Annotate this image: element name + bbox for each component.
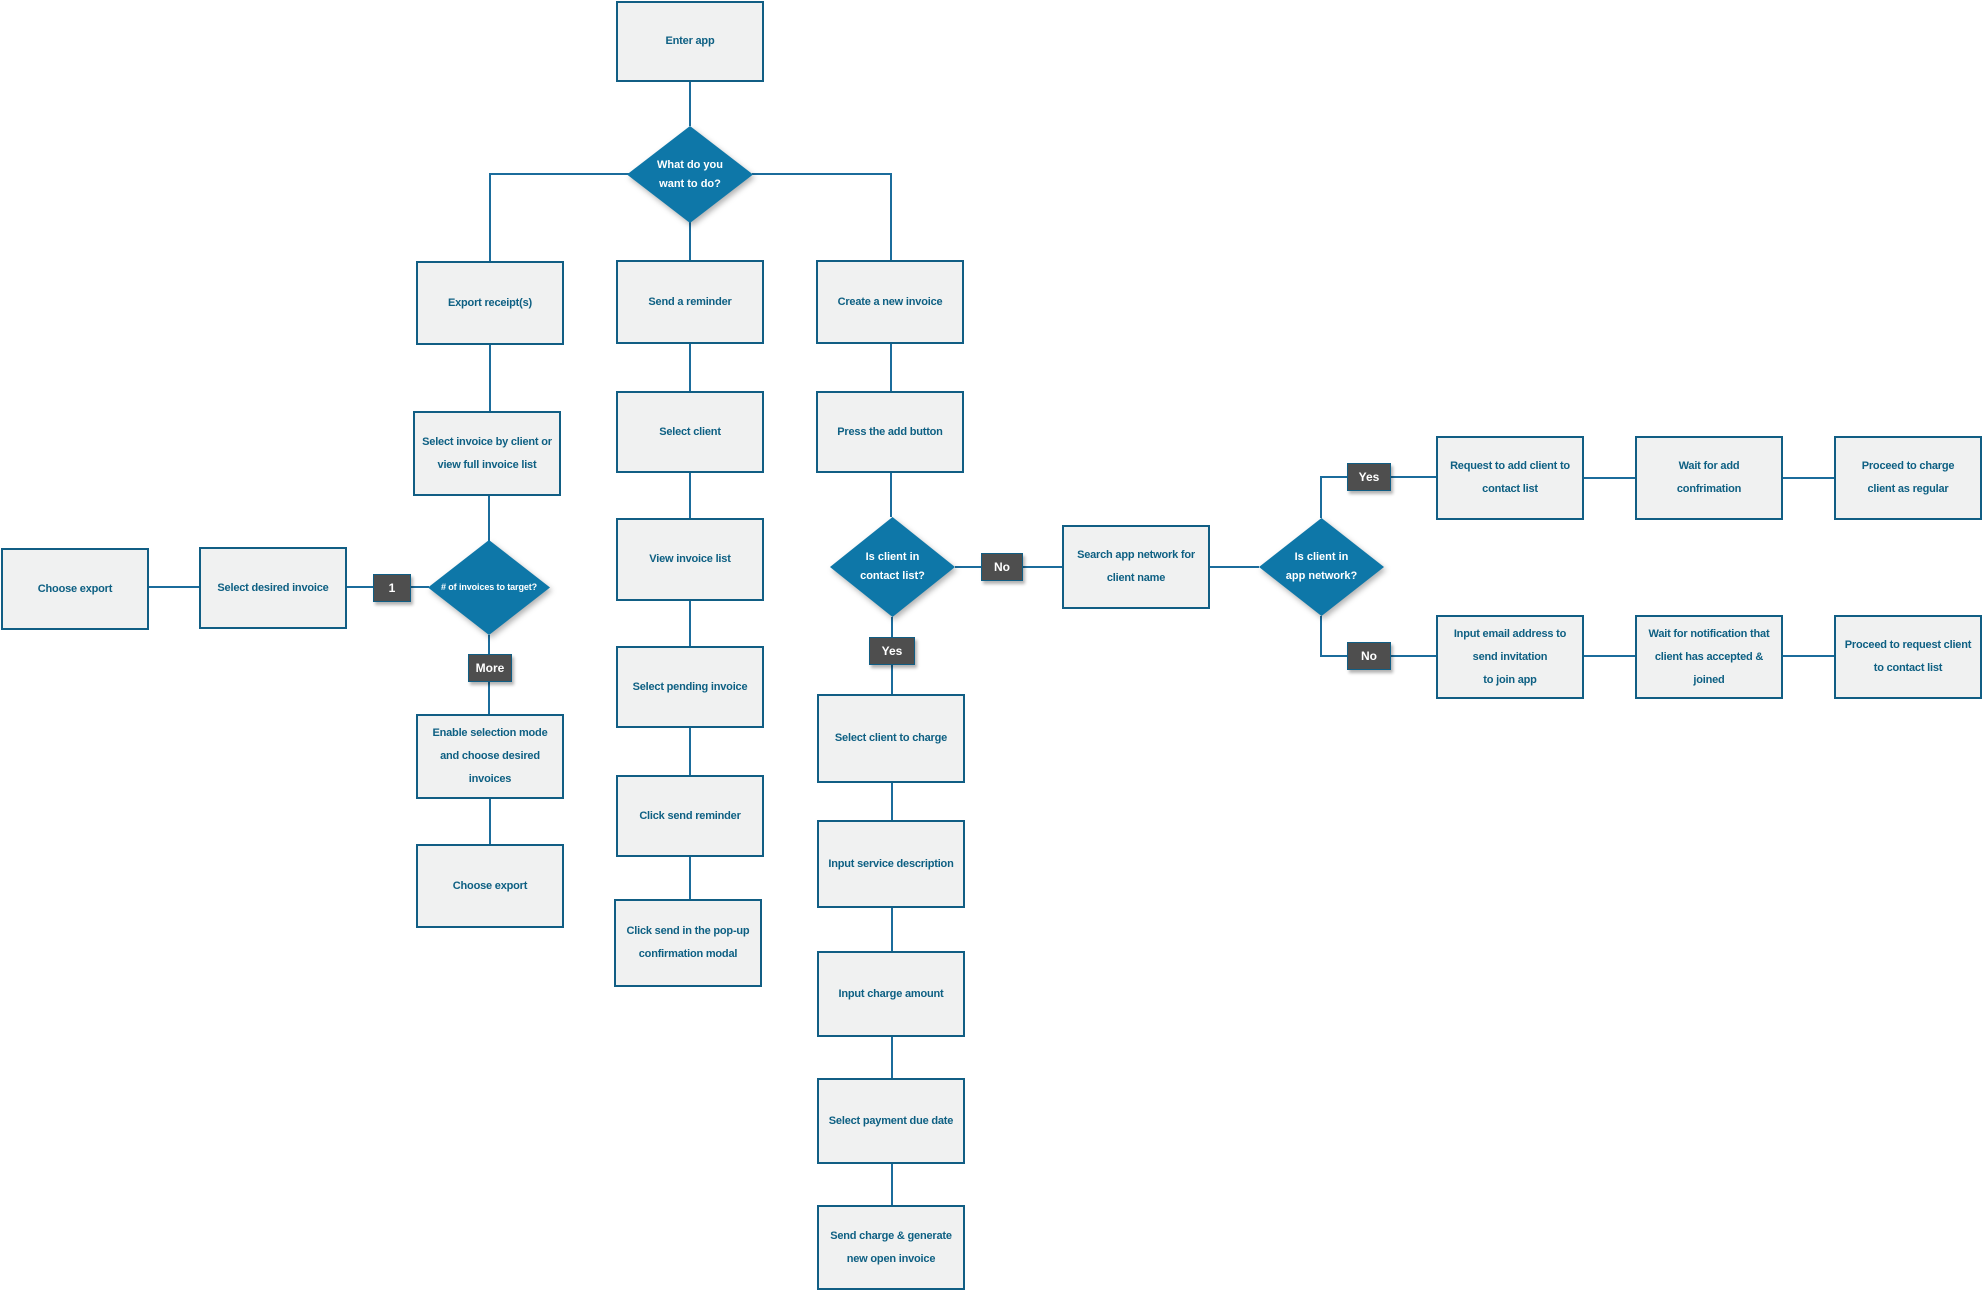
- node-proceed-charge-regular[interactable]: Proceed to charge client as regular: [1834, 436, 1982, 520]
- connector: [489, 345, 491, 411]
- node-create-invoice[interactable]: Create a new invoice: [816, 260, 964, 344]
- connector: [890, 173, 892, 261]
- node-input-email[interactable]: Input email address to send invitation t…: [1436, 615, 1584, 699]
- decision-what-to-do[interactable]: What do you want to do?: [627, 126, 753, 223]
- connector: [1783, 477, 1834, 479]
- connector: [689, 857, 691, 899]
- connector: [752, 173, 891, 175]
- connector: [149, 586, 199, 588]
- badge-no-contact[interactable]: No: [981, 553, 1023, 581]
- node-choose-export-left[interactable]: Choose export: [1, 548, 149, 630]
- node-export-receipts[interactable]: Export receipt(s): [416, 261, 564, 345]
- node-select-client[interactable]: Select client: [616, 391, 764, 473]
- connector: [488, 496, 490, 541]
- connector: [1210, 566, 1259, 568]
- node-select-pending-invoice[interactable]: Select pending invoice: [616, 646, 764, 728]
- connector: [689, 728, 691, 775]
- node-view-invoice-list[interactable]: View invoice list: [616, 518, 764, 601]
- node-input-charge-amount[interactable]: Input charge amount: [817, 951, 965, 1037]
- node-select-invoice-by-client[interactable]: Select invoice by client or view full in…: [413, 411, 561, 496]
- node-click-send-modal[interactable]: Click send in the pop-up confirmation mo…: [614, 899, 762, 987]
- connector: [689, 344, 691, 391]
- node-choose-export-bottom[interactable]: Choose export: [416, 844, 564, 928]
- connector: [891, 1037, 893, 1078]
- badge-no-network[interactable]: No: [1347, 642, 1391, 670]
- connector: [890, 473, 892, 517]
- node-send-reminder[interactable]: Send a reminder: [616, 260, 764, 344]
- decision-invoices-target[interactable]: # of invoices to target?: [428, 540, 550, 635]
- connector: [490, 173, 629, 175]
- decision-invoices-target-label: # of invoices to target?: [428, 540, 550, 635]
- badge-one[interactable]: 1: [373, 574, 411, 602]
- connector: [891, 1164, 893, 1205]
- decision-client-in-contact-list[interactable]: Is client in contact list?: [830, 517, 955, 617]
- connector: [1320, 616, 1322, 657]
- node-send-charge-generate[interactable]: Send charge & generate new open invoice: [817, 1205, 965, 1290]
- node-request-add-client[interactable]: Request to add client to contact list: [1436, 436, 1584, 520]
- connector: [689, 601, 691, 646]
- node-click-send-reminder[interactable]: Click send reminder: [616, 775, 764, 857]
- connector: [1320, 477, 1322, 518]
- node-search-app-network[interactable]: Search app network for client name: [1062, 525, 1210, 609]
- connector: [891, 908, 893, 951]
- node-wait-add-confirmation[interactable]: Wait for add confrimation: [1635, 436, 1783, 520]
- connector: [489, 173, 491, 261]
- connector: [689, 82, 691, 126]
- connector: [689, 473, 691, 518]
- node-select-payment-due[interactable]: Select payment due date: [817, 1078, 965, 1164]
- connector: [1783, 655, 1834, 657]
- connector: [1584, 655, 1635, 657]
- decision-what-to-do-label: What do you want to do?: [627, 126, 753, 223]
- node-enable-selection[interactable]: Enable selection mode and choose desired…: [416, 714, 564, 799]
- connector: [891, 783, 893, 820]
- decision-client-in-app-network[interactable]: Is client in app network?: [1259, 518, 1384, 616]
- node-enter-app[interactable]: Enter app: [616, 1, 764, 82]
- node-wait-notification[interactable]: Wait for notification that client has ac…: [1635, 615, 1783, 699]
- node-press-add-button[interactable]: Press the add button: [816, 391, 964, 473]
- badge-yes-network[interactable]: Yes: [1347, 463, 1391, 491]
- node-proceed-request-client[interactable]: Proceed to request client to contact lis…: [1834, 615, 1982, 699]
- connector: [689, 221, 691, 261]
- connector: [489, 799, 491, 844]
- badge-more[interactable]: More: [468, 654, 512, 682]
- node-select-desired-invoice[interactable]: Select desired invoice: [199, 547, 347, 629]
- decision-client-in-contact-list-label: Is client in contact list?: [830, 517, 955, 617]
- node-input-service-desc[interactable]: Input service description: [817, 820, 965, 908]
- connector: [1584, 477, 1635, 479]
- connector: [890, 344, 892, 391]
- badge-yes-contact[interactable]: Yes: [869, 637, 915, 665]
- decision-client-in-app-network-label: Is client in app network?: [1259, 518, 1384, 616]
- node-select-client-charge[interactable]: Select client to charge: [817, 694, 965, 783]
